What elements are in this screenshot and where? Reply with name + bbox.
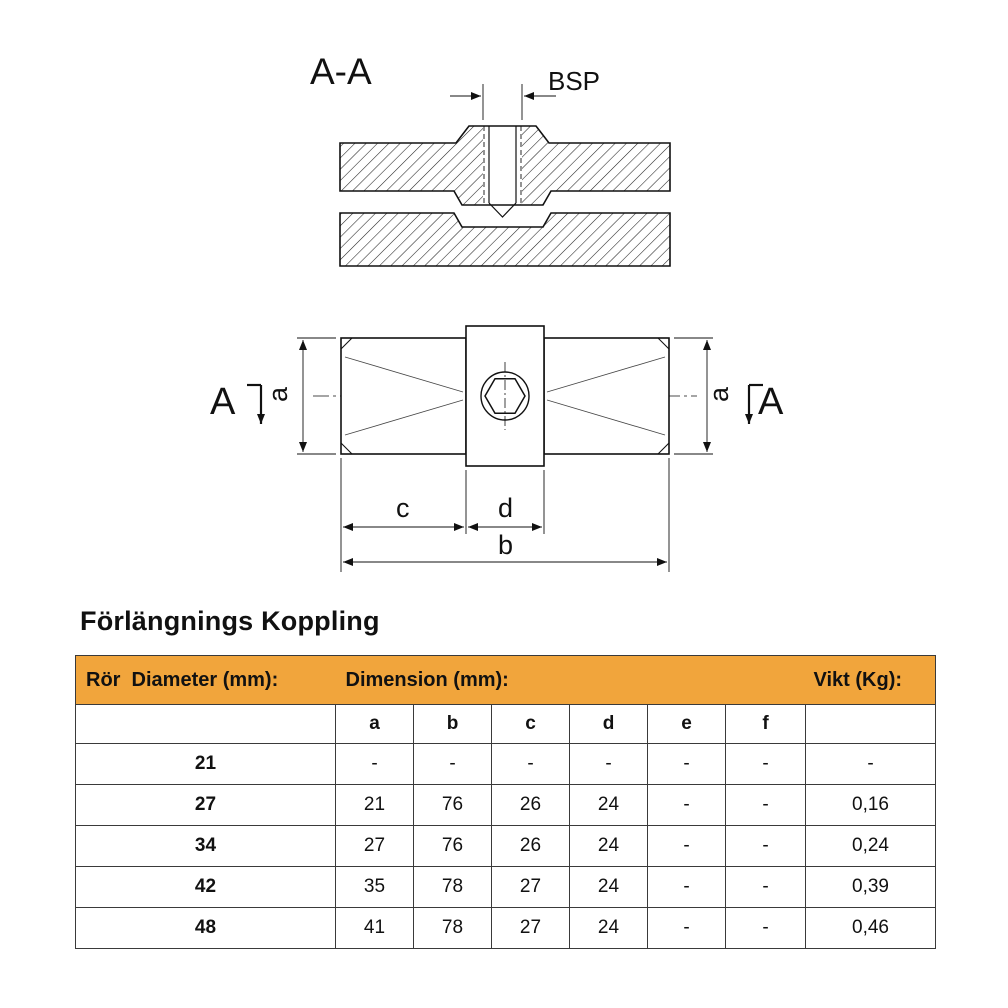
cell-weight: 0,39 xyxy=(805,866,936,908)
cell-b: 76 xyxy=(413,784,492,826)
cell-diameter: 21 xyxy=(75,743,336,785)
table-header-row: Rör Diameter (mm): Dimension (mm): Vikt … xyxy=(75,655,936,705)
table-subheader-row: a b c d e f xyxy=(75,704,936,744)
cell-e: - xyxy=(647,784,726,826)
dim-d-label: d xyxy=(498,493,513,523)
cell-d: 24 xyxy=(569,825,648,867)
right-tube xyxy=(543,337,670,455)
cut-label-left: A xyxy=(210,381,236,423)
table-row: 48 41 78 27 24 - - 0,46 xyxy=(75,907,936,949)
cut-indicator-left xyxy=(247,383,265,424)
cell-c: 27 xyxy=(491,866,570,908)
subheader-blank xyxy=(75,704,336,744)
bottom-dimensions xyxy=(340,458,670,572)
subheader-a: a xyxy=(335,704,414,744)
thread-lines xyxy=(483,126,522,218)
bsp-dimension xyxy=(450,84,556,120)
cell-a: 35 xyxy=(335,866,414,908)
thread-taper-lines xyxy=(344,356,666,436)
cell-weight: 0,46 xyxy=(805,907,936,949)
dim-c-label: c xyxy=(396,493,410,523)
cell-b: 78 xyxy=(413,866,492,908)
cell-c: 26 xyxy=(491,784,570,826)
table-row: 34 27 76 26 24 - - 0,24 xyxy=(75,825,936,867)
cell-e: - xyxy=(647,866,726,908)
subheader-e: e xyxy=(647,704,726,744)
dim-a-right-label: a xyxy=(704,386,734,402)
cell-c: 26 xyxy=(491,825,570,867)
dim-a-right xyxy=(674,337,713,455)
section-lower-body xyxy=(339,212,671,267)
left-tube xyxy=(340,337,467,455)
spec-table: Rör Diameter (mm): Dimension (mm): Vikt … xyxy=(75,655,936,949)
cell-f: - xyxy=(725,866,806,908)
cell-c: - xyxy=(491,743,570,785)
header-diameter: Rör Diameter (mm): xyxy=(75,655,336,705)
subheader-f: f xyxy=(725,704,806,744)
cell-d: - xyxy=(569,743,648,785)
cell-a: 21 xyxy=(335,784,414,826)
table-row: 21 - - - - - - - xyxy=(75,743,936,785)
cell-f: - xyxy=(725,743,806,785)
side-view: a a A A c d b xyxy=(210,325,784,572)
cell-diameter: 27 xyxy=(75,784,336,826)
subheader-c: c xyxy=(491,704,570,744)
cell-a: 27 xyxy=(335,825,414,867)
socket-hexagon xyxy=(484,377,526,415)
chamfer-lines xyxy=(340,337,670,455)
cell-f: - xyxy=(725,907,806,949)
cell-diameter: 34 xyxy=(75,825,336,867)
dim-b-label: b xyxy=(498,530,513,560)
table-row: 27 21 76 26 24 - - 0,16 xyxy=(75,784,936,826)
section-label: A-A xyxy=(310,51,372,92)
cell-a: 41 xyxy=(335,907,414,949)
subheader-b: b xyxy=(413,704,492,744)
cell-a: - xyxy=(335,743,414,785)
cell-d: 24 xyxy=(569,784,648,826)
cell-e: - xyxy=(647,743,726,785)
dim-a-left xyxy=(297,337,336,455)
cell-weight: - xyxy=(805,743,936,785)
cell-diameter: 48 xyxy=(75,907,336,949)
cell-d: 24 xyxy=(569,907,648,949)
cell-b: 78 xyxy=(413,907,492,949)
page-title: Förlängnings Koppling xyxy=(80,606,380,636)
table-row: 42 35 78 27 24 - - 0,39 xyxy=(75,866,936,908)
cut-indicator-right xyxy=(745,383,763,424)
subheader-blank xyxy=(805,704,936,744)
cell-b: - xyxy=(413,743,492,785)
technical-drawing: A-A BSP xyxy=(210,51,784,572)
bsp-label: BSP xyxy=(548,66,600,96)
cell-f: - xyxy=(725,825,806,867)
cell-e: - xyxy=(647,907,726,949)
cell-f: - xyxy=(725,784,806,826)
section-upper-outline xyxy=(339,125,671,206)
cell-e: - xyxy=(647,825,726,867)
cell-d: 24 xyxy=(569,866,648,908)
cell-weight: 0,24 xyxy=(805,825,936,867)
subheader-d: d xyxy=(569,704,648,744)
header-dimension: Dimension (mm): xyxy=(335,655,806,705)
header-weight: Vikt (Kg): xyxy=(805,655,936,705)
cut-label-right: A xyxy=(758,381,784,423)
dim-a-left-label: a xyxy=(263,386,293,402)
section-view: A-A BSP xyxy=(310,51,671,267)
cell-diameter: 42 xyxy=(75,866,336,908)
cell-weight: 0,16 xyxy=(805,784,936,826)
cell-b: 76 xyxy=(413,825,492,867)
thread-hole xyxy=(483,126,522,218)
cell-c: 27 xyxy=(491,907,570,949)
